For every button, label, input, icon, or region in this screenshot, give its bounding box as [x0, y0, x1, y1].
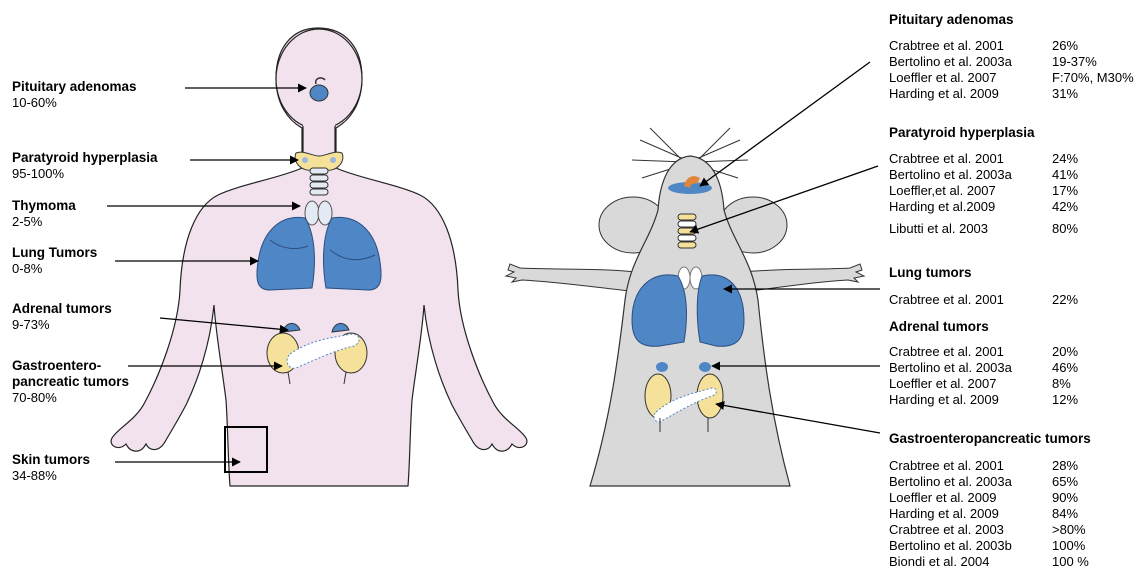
mouse-section-title: Pituitary adenomas [889, 12, 1014, 27]
mouse-reference-value: >80% [1052, 522, 1086, 538]
mouse-reference-citation: Bertolino et al. 2003a [889, 54, 1012, 70]
human-label-title: Paratyroid hyperplasia [12, 150, 158, 166]
human-label-title: Lung Tumors [12, 245, 97, 261]
mouse-reference-citation: Loeffler et al. 2007 [889, 376, 996, 392]
mouse-reference-value: 80% [1052, 221, 1078, 237]
human-label-adrenal: Adrenal tumors 9-73% [12, 301, 112, 333]
mouse-reference-value: 12% [1052, 392, 1078, 408]
mouse-reference-citation: Libutti et al. 2003 [889, 221, 988, 237]
mouse-section-title: Lung tumors [889, 265, 972, 280]
mouse-reference-value: 41% [1052, 167, 1078, 183]
mouse-reference-value: 26% [1052, 38, 1078, 54]
human-label-pituitary: Pituitary adenomas 10-60% [12, 79, 137, 111]
mouse-reference-citation: Harding et al.2009 [889, 199, 995, 215]
mouse-reference-value: F:70%, M30% [1052, 70, 1134, 86]
mouse-reference-value: 8% [1052, 376, 1071, 392]
mouse-reference-value: 90% [1052, 490, 1078, 506]
human-label-value: 9-73% [12, 317, 50, 332]
mouse-reference-citation: Harding et al. 2009 [889, 506, 999, 522]
mouse-reference-citation: Bertolino et al. 2003a [889, 167, 1012, 183]
mouse-reference-citation: Biondi et al. 2004 [889, 554, 989, 570]
mouse-reference-citation: Harding et al. 2009 [889, 86, 999, 102]
human-label-paratyroid: Paratyroid hyperplasia 95-100% [12, 150, 158, 182]
human-head [276, 29, 362, 129]
mouse-reference-citation: Crabtree et al. 2001 [889, 292, 1004, 308]
mouse-reference-citation: Loeffler et al. 2009 [889, 490, 996, 506]
mouse-figure [506, 128, 864, 486]
mouse-section-title: Adrenal tumors [889, 319, 989, 334]
human-label-value: 70-80% [12, 390, 57, 405]
mouse-reference-value: 100% [1052, 538, 1085, 554]
mouse-reference-citation: Bertolino et al. 2003a [889, 474, 1012, 490]
mouse-reference-value: 31% [1052, 86, 1078, 102]
human-label-title: Adrenal tumors [12, 301, 112, 317]
mouse-reference-citation: Loeffler et al. 2007 [889, 70, 996, 86]
human-label-value: 95-100% [12, 166, 64, 181]
mouse-arm-right [740, 264, 864, 292]
mouse-reference-value: 19-37% [1052, 54, 1097, 70]
human-label-value: 0-8% [12, 261, 42, 276]
mouse-reference-citation: Bertolino et al. 2003a [889, 360, 1012, 376]
mouse-reference-citation: Crabtree et al. 2003 [889, 522, 1004, 538]
mouse-section-title: Paratyroid hyperplasia [889, 125, 1035, 140]
mouse-reference-citation: Crabtree et al. 2001 [889, 458, 1004, 474]
mouse-reference-value: 28% [1052, 458, 1078, 474]
mouse-reference-citation: Crabtree et al. 2001 [889, 344, 1004, 360]
human-label-skin: Skin tumors 34-88% [12, 452, 90, 484]
arrow-mouse-pituitary [700, 62, 870, 186]
mouse-reference-value: 24% [1052, 151, 1078, 167]
mouse-reference-citation: Crabtree et al. 2001 [889, 151, 1004, 167]
human-label-gep: Gastroentero- pancreatic tumors 70-80% [12, 358, 129, 406]
mouse-reference-value: 65% [1052, 474, 1078, 490]
mouse-arm-left [506, 264, 640, 292]
mouse-reference-value: 22% [1052, 292, 1078, 308]
human-label-value: 2-5% [12, 214, 42, 229]
human-label-title: Skin tumors [12, 452, 90, 468]
mouse-reference-value: 20% [1052, 344, 1078, 360]
mouse-reference-citation: Harding et al. 2009 [889, 392, 999, 408]
mouse-section-title: Gastroenteropancreatic tumors [889, 431, 1091, 446]
mouse-reference-value: 46% [1052, 360, 1078, 376]
mouse-reference-value: 100 % [1052, 554, 1089, 570]
human-label-value: 34-88% [12, 468, 57, 483]
mouse-reference-value: 84% [1052, 506, 1078, 522]
human-figure [111, 28, 527, 486]
human-label-title: Gastroentero- [12, 358, 129, 374]
mouse-reference-citation: Bertolino et al. 2003b [889, 538, 1012, 554]
mouse-reference-value: 17% [1052, 183, 1078, 199]
human-label-title: Pituitary adenomas [12, 79, 137, 95]
human-label-title-2: pancreatic tumors [12, 374, 129, 390]
human-label-thymoma: Thymoma 2-5% [12, 198, 76, 230]
human-label-lung: Lung Tumors 0-8% [12, 245, 97, 277]
human-label-title: Thymoma [12, 198, 76, 214]
mouse-reference-value: 42% [1052, 199, 1078, 215]
mouse-reference-citation: Loeffler,et al. 2007 [889, 183, 996, 199]
mouse-reference-citation: Crabtree et al. 2001 [889, 38, 1004, 54]
human-label-value: 10-60% [12, 95, 57, 110]
